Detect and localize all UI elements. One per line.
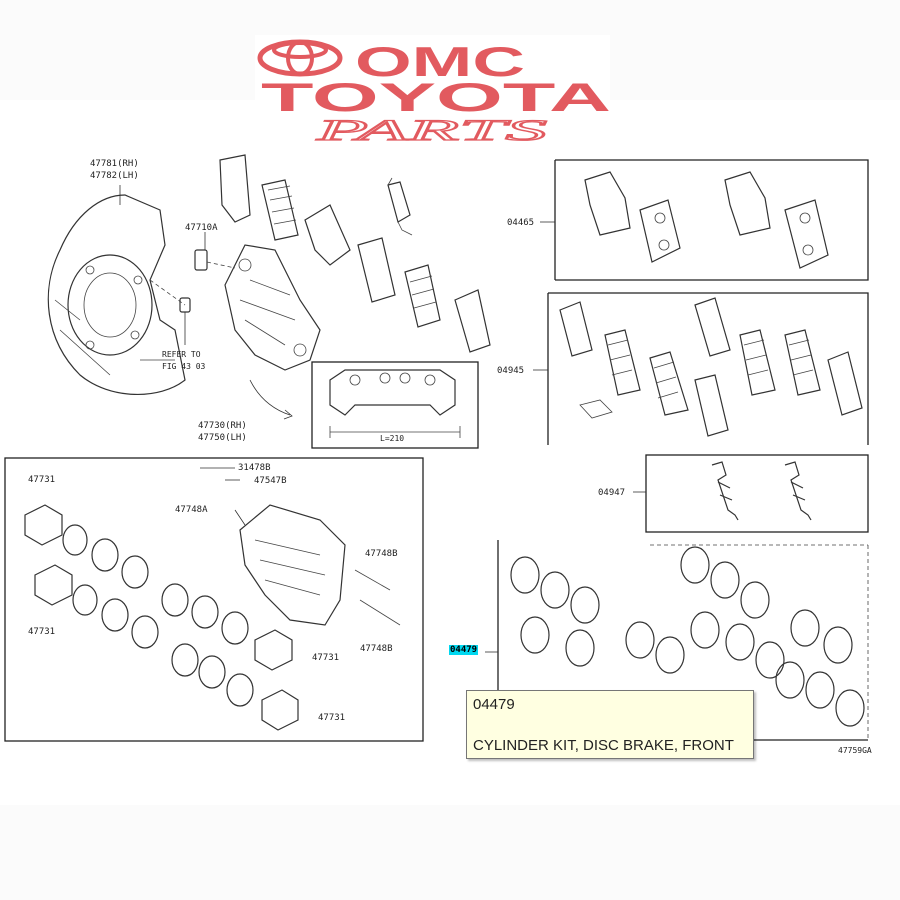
label-47731-c[interactable]: 47731 (312, 653, 339, 663)
logo-toyota-text: TOYOTA (261, 76, 611, 120)
label-47710A[interactable]: 47710A (185, 223, 218, 233)
figure-number: 47759GA (838, 746, 872, 755)
tooltip-part-code: 04479 (473, 696, 515, 713)
cylinder-kit-box-04479 (485, 540, 869, 741)
label-47782[interactable]: 47782(LH) (90, 171, 139, 181)
label-47731-a[interactable]: 47731 (28, 475, 55, 485)
label-47730[interactable]: 47730(RH) (198, 421, 247, 431)
label-04947[interactable]: 04947 (598, 488, 625, 498)
caliper-kit-box (4, 457, 424, 742)
logo-background (255, 35, 610, 145)
refer-bolt (179, 297, 191, 345)
logo-parts-text: PARTS (314, 114, 547, 147)
label-47748A[interactable]: 47748A (175, 505, 208, 515)
label-04945[interactable]: 04945 (497, 366, 524, 376)
label-47547B[interactable]: 47547B (254, 476, 287, 486)
caliper-detail-box (311, 361, 479, 449)
label-47731-b[interactable]: 47731 (28, 627, 55, 637)
caliper-assembly-top (224, 244, 321, 420)
part-tooltip: 04479 CYLINDER KIT, DISC BRAKE, FRONT (466, 690, 754, 759)
pad-kit-box-04465 (540, 159, 869, 281)
brake-pads-top (219, 154, 491, 353)
disc-brake-dust-cover (47, 185, 186, 395)
dimension-label: L=210 (380, 434, 404, 443)
omc-toyota-logo: OMC TOYOTA PARTS (257, 38, 611, 148)
logo-omc-text: OMC (355, 38, 525, 85)
shim-kit-box-04945 (533, 292, 869, 445)
label-refer-fig: FIG 43 03 (162, 362, 206, 371)
label-47731-d[interactable]: 47731 (318, 713, 345, 723)
label-47748B-upper[interactable]: 47748B (365, 549, 398, 559)
tooltip-part-description: CYLINDER KIT, DISC BRAKE, FRONT (473, 737, 734, 754)
label-31478B[interactable]: 31478B (238, 463, 271, 473)
spring-kit-box-04947 (633, 454, 869, 533)
label-47750[interactable]: 47750(LH) (198, 433, 247, 443)
toyota-emblem-icon (257, 39, 343, 77)
label-47781[interactable]: 47781(RH) (90, 159, 139, 169)
label-refer-to: REFER TO (162, 350, 201, 359)
label-04479-highlighted[interactable]: 04479 (449, 645, 479, 655)
diagram-background (0, 100, 900, 805)
caliper-bolt (194, 232, 236, 271)
label-04465[interactable]: 04465 (507, 218, 534, 228)
label-47748B-lower[interactable]: 47748B (360, 644, 393, 654)
